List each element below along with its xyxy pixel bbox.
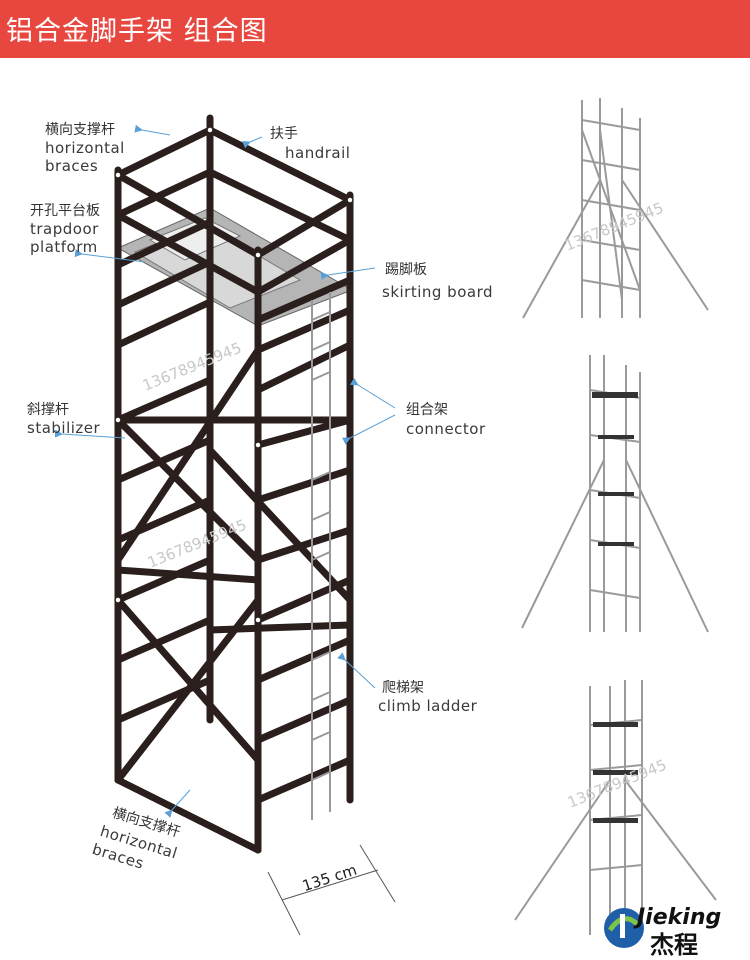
tower-thumbnail-1 xyxy=(522,98,709,319)
label-climb-ladder-zh: 爬梯架 xyxy=(382,680,424,696)
label-climb-ladder-en: climb ladder xyxy=(378,697,478,715)
label-horizontal-braces-top-en2: braces xyxy=(45,157,99,175)
logo-text: Jieking xyxy=(637,905,722,930)
tower-2-platforms xyxy=(592,392,638,546)
logo-chinese: 杰程 xyxy=(650,931,698,959)
label-trapdoor-en1: trapdoor xyxy=(30,220,99,238)
label-stabilizer-en: stabilizer xyxy=(27,419,101,437)
climb-ladder xyxy=(311,292,331,820)
dimension-lines xyxy=(267,844,396,936)
label-handrail-en: handrail xyxy=(285,144,351,162)
frame-joints xyxy=(114,126,354,624)
header-bar: 铝合金脚手架 组合图 xyxy=(0,0,750,58)
label-trapdoor-zh: 开孔平台板 xyxy=(30,203,100,219)
scaffold-frame xyxy=(114,114,354,854)
label-trapdoor-en2: platform xyxy=(30,238,98,256)
label-skirting-zh: 踢脚板 xyxy=(385,262,427,278)
label-connector-en: connector xyxy=(406,420,486,438)
tower-thumbnail-3 xyxy=(514,680,717,935)
label-connector-zh: 组合架 xyxy=(406,402,448,418)
label-skirting-en: skirting board xyxy=(382,283,493,301)
label-stabilizer-zh: 斜撑杆 xyxy=(27,402,69,418)
tower-3-platforms xyxy=(593,722,638,823)
label-pointers xyxy=(54,124,396,818)
label-horizontal-braces-top-zh: 横向支撑杆 xyxy=(45,122,115,138)
label-horizontal-braces-top-en1: horizontal xyxy=(45,139,125,157)
page-title: 铝合金脚手架 组合图 xyxy=(6,16,268,47)
jieking-logo-mark xyxy=(604,908,644,948)
label-handrail-zh: 扶手 xyxy=(270,126,298,142)
